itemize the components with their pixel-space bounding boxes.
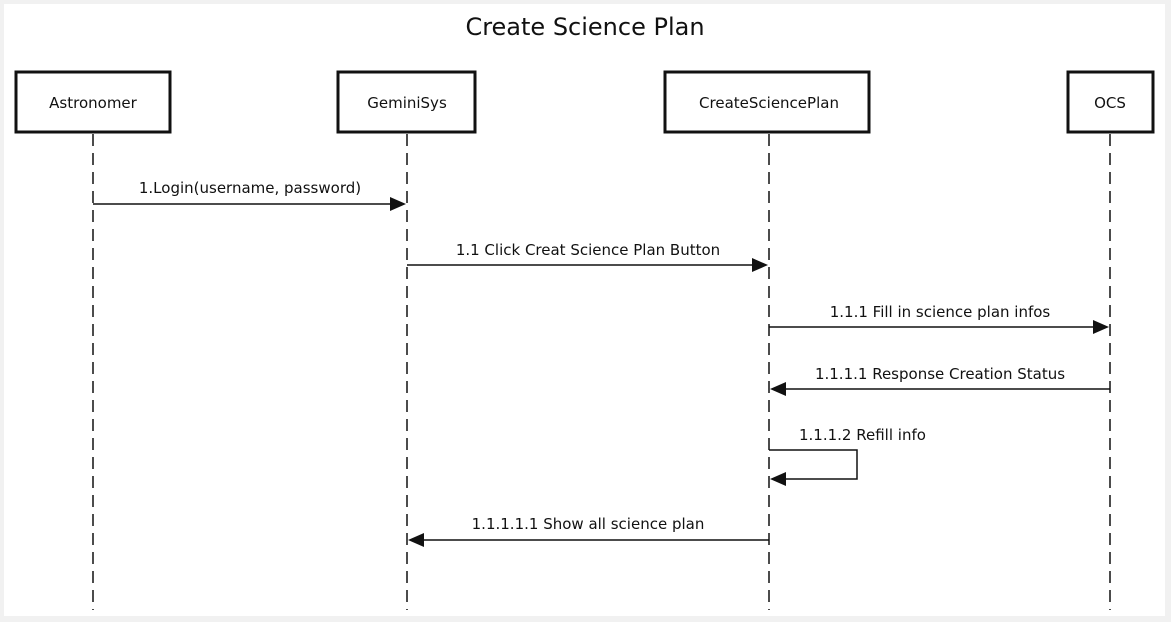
participant-label-ocs: OCS <box>1094 94 1126 112</box>
participant-label-createscienceplan: CreateSciencePlan <box>699 94 839 112</box>
message-label-refill-info: 1.1.1.2 Refill info <box>799 426 926 444</box>
message-arrow-head <box>770 382 786 396</box>
participant-ocs: OCS <box>1066 70 1155 610</box>
participant-label-geminisys: GeminiSys <box>367 94 447 112</box>
participant-label-astronomer: Astronomer <box>49 94 137 112</box>
message-fill-in-infos: 1.1.1 Fill in science plan infos <box>769 303 1109 334</box>
diagram-title: Create Science Plan <box>465 13 704 41</box>
message-arrow-head <box>752 258 768 272</box>
message-refill-info: 1.1.1.2 Refill info <box>769 426 926 486</box>
participant-astronomer: Astronomer <box>14 70 172 610</box>
participant-box-geminisys <box>336 70 477 134</box>
message-label-login: 1.Login(username, password) <box>139 179 361 197</box>
message-login: 1.Login(username, password) <box>93 179 406 211</box>
message-label-click-create-button: 1.1 Click Creat Science Plan Button <box>456 241 720 259</box>
message-label-response-status: 1.1.1.1 Response Creation Status <box>815 365 1065 383</box>
participant-createscienceplan: CreateSciencePlan <box>663 70 871 610</box>
message-response-status: 1.1.1.1 Response Creation Status <box>770 365 1110 396</box>
message-self-loop-line <box>769 449 858 480</box>
message-arrow-head <box>408 533 424 547</box>
message-label-show-all-plans: 1.1.1.1.1 Show all science plan <box>472 515 705 533</box>
message-label-fill-in-infos: 1.1.1 Fill in science plan infos <box>830 303 1051 321</box>
message-arrow-head <box>770 472 786 486</box>
sequence-diagram-canvas: Create Science Plan Astronomer GeminiSys… <box>4 4 1165 616</box>
participant-box-createscienceplan <box>663 70 871 134</box>
participant-box-ocs <box>1066 70 1155 134</box>
participant-geminisys: GeminiSys <box>336 70 477 610</box>
participant-box-astronomer <box>14 70 172 134</box>
message-click-create-button: 1.1 Click Creat Science Plan Button <box>407 241 768 272</box>
sequence-diagram: Create Science Plan Astronomer GeminiSys… <box>14 13 1155 610</box>
message-arrow-head <box>390 197 406 211</box>
message-show-all-plans: 1.1.1.1.1 Show all science plan <box>408 515 769 547</box>
message-arrow-head <box>1093 320 1109 334</box>
